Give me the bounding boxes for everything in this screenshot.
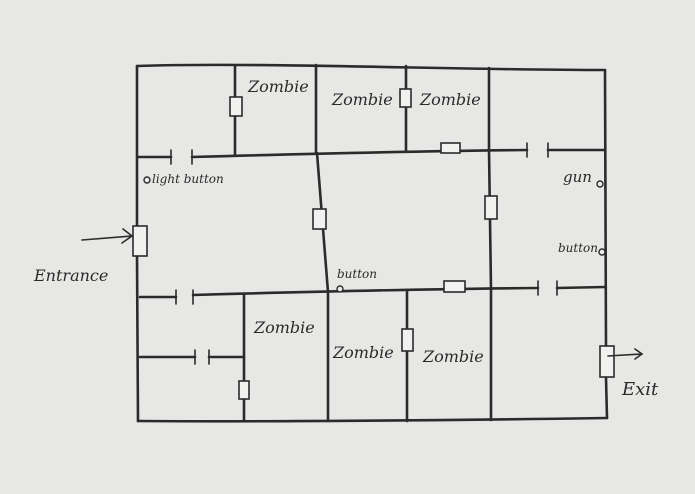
- door-zombie-room-1[interactable]: [229, 96, 243, 117]
- zombie-label-room-4: Zombie: [253, 318, 315, 337]
- zombie-label-room-3: Zombie: [419, 90, 481, 109]
- button-right-marker[interactable]: [598, 248, 606, 256]
- entrance-label: Entrance: [33, 266, 108, 285]
- entrance-door[interactable]: [132, 225, 148, 257]
- door-zombie-room-2[interactable]: [399, 88, 412, 108]
- light-button-marker[interactable]: [143, 176, 151, 184]
- exit-label: Exit: [621, 379, 659, 400]
- outer-wall-top: [135, 63, 607, 72]
- exit-arrow-head: [634, 348, 644, 360]
- door-middle-left[interactable]: [312, 208, 327, 230]
- button-right-label: button: [558, 241, 598, 255]
- button-middle-label: button: [337, 267, 377, 281]
- upper-hall-wall-b: [190, 148, 529, 159]
- outer-wall-left-lower: [135, 254, 140, 423]
- gun-marker[interactable]: [596, 180, 604, 188]
- zombie-label-room-6: Zombie: [422, 347, 484, 366]
- exit-arrow: [607, 353, 643, 357]
- zombie-label-room-5: Zombie: [332, 343, 394, 362]
- outer-wall-right-lower: [604, 376, 609, 420]
- button-middle-marker[interactable]: [336, 285, 344, 293]
- entrance-arrow: [81, 235, 133, 241]
- door-zombie-room-4[interactable]: [401, 328, 414, 352]
- outer-wall-right-upper: [603, 68, 608, 352]
- door-upper-corridor[interactable]: [440, 142, 461, 154]
- exit-door[interactable]: [599, 345, 615, 378]
- door-lower-corridor[interactable]: [443, 280, 466, 293]
- lower-hall-wall-c: [555, 285, 607, 290]
- outer-wall-bottom: [136, 416, 609, 423]
- door-zombie-room-3[interactable]: [238, 380, 250, 400]
- door-middle-right[interactable]: [484, 195, 498, 220]
- light-button-label: light button: [152, 172, 224, 186]
- gun-label: gun: [563, 168, 592, 186]
- zombie-label-room-1: Zombie: [247, 77, 309, 96]
- entrance-arrow-head: [121, 228, 134, 244]
- zombie-label-room-2: Zombie: [331, 90, 393, 109]
